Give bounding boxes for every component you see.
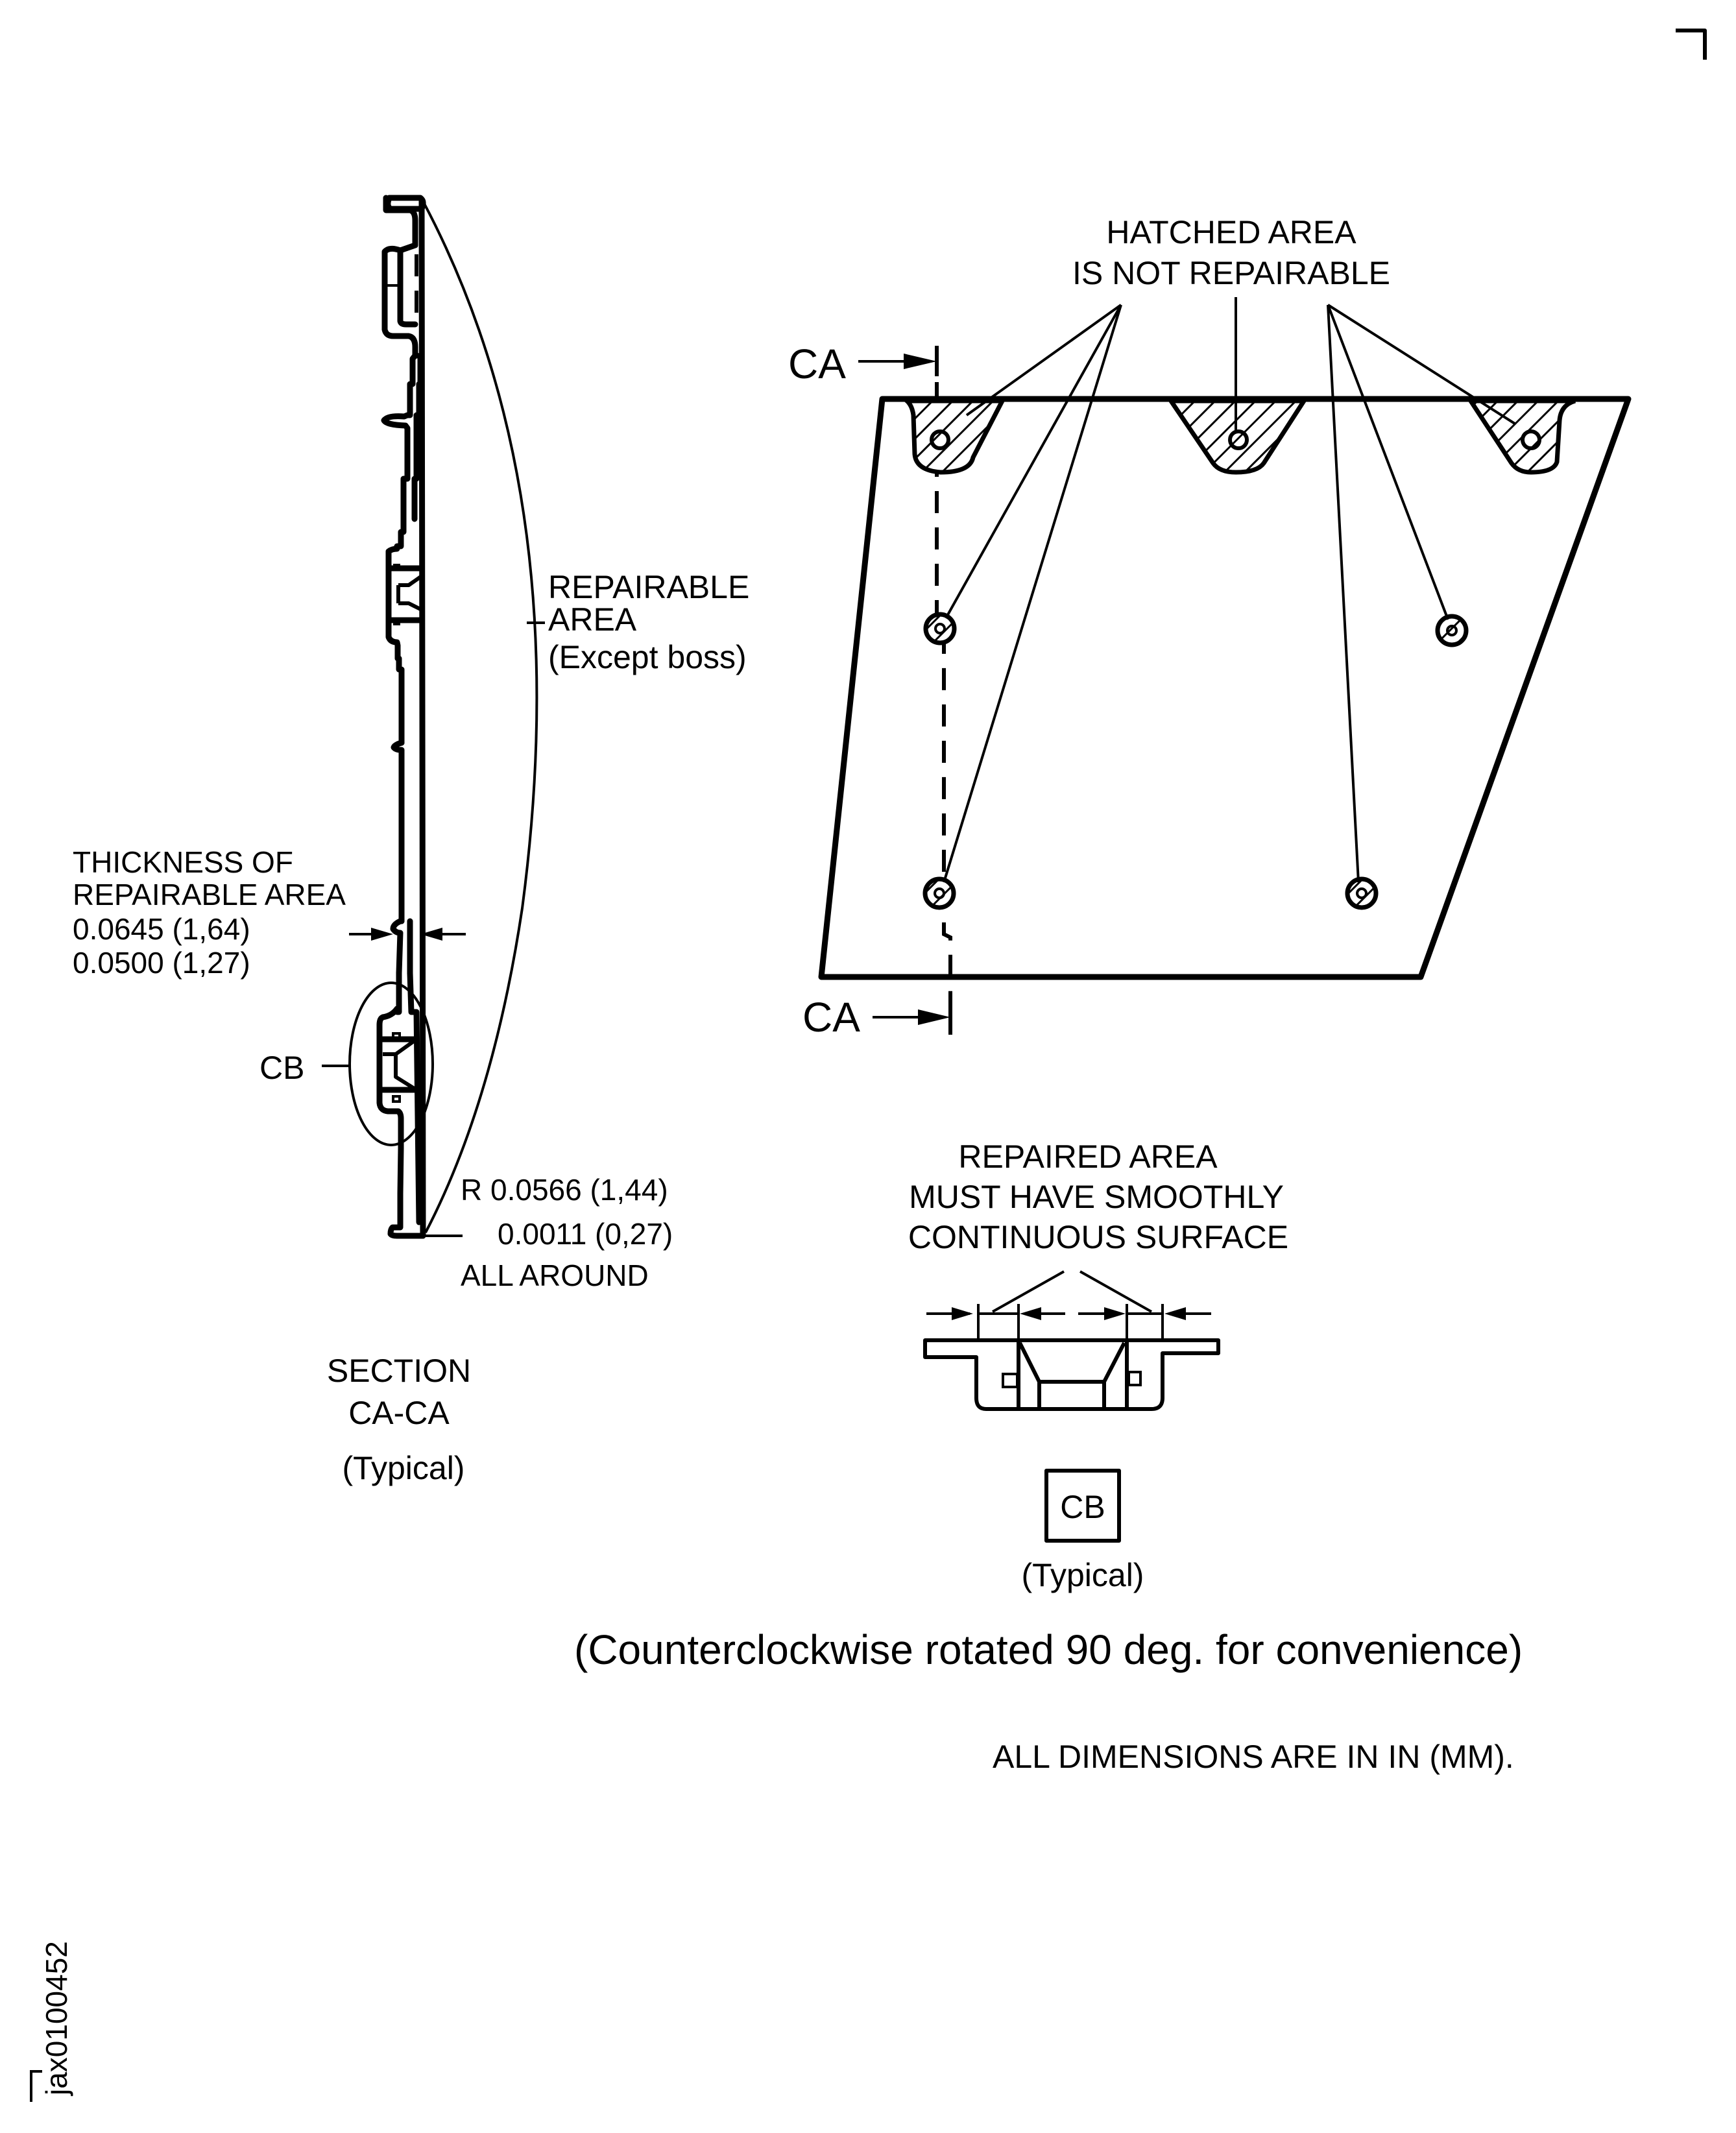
radius-label-3: ALL AROUND <box>461 1259 649 1292</box>
hatched-note-leaders <box>943 297 1516 883</box>
detail-cb-profile <box>923 1338 1220 1411</box>
detail-note-line-3: CONTINUOUS SURFACE <box>908 1219 1288 1255</box>
detail-note-line-2: MUST HAVE SMOOTHLY <box>909 1179 1284 1215</box>
detail-cb-id-box <box>1044 1469 1121 1543</box>
section-qualifier: (Typical) <box>343 1450 465 1486</box>
hatched-boss-1 <box>923 612 957 645</box>
hatched-boss-3 <box>922 876 956 910</box>
hatched-note-line-1: HATCHED AREA <box>1106 214 1356 250</box>
thickness-label-1: THICKNESS OF <box>73 845 293 879</box>
repairable-area-label-3: (Except boss) <box>548 639 747 675</box>
detail-cb-dimension-arrows <box>926 1304 1211 1340</box>
section-marker-top: CA <box>788 341 846 387</box>
thickness-label-2: REPAIRABLE AREA <box>73 878 346 911</box>
radius-label-1: R 0.0566 (1,44) <box>461 1173 668 1207</box>
hatched-notch-1 <box>900 398 1006 475</box>
detail-cb-callout <box>322 982 434 1146</box>
section-view-part-profile <box>376 195 426 1239</box>
detail-note-line-1: REPAIRED AREA <box>958 1139 1218 1175</box>
figure-id: jax0100452 <box>40 1941 73 2097</box>
hatched-notch-3 <box>1466 398 1576 475</box>
section-title: SECTION <box>327 1353 471 1389</box>
repairable-area-label-1: REPAIRABLE <box>548 569 749 605</box>
thickness-dimension-arrows <box>349 928 466 941</box>
repairable-area-label-2: AREA <box>548 601 637 638</box>
radius-label-2: 0.0011 (0,27) <box>498 1217 673 1251</box>
detail-cb-leaders <box>992 1270 1152 1313</box>
repairable-area-bracket <box>422 202 545 1233</box>
rotation-note: (Counterclockwise rotated 90 deg. for co… <box>574 1626 1523 1673</box>
hatched-note-line-2: IS NOT REPAIRABLE <box>1072 255 1390 291</box>
detail-cb-id: CB <box>1060 1489 1105 1525</box>
section-arrow-bottom <box>873 1004 952 1035</box>
units-note: ALL DIMENSIONS ARE IN IN (MM). <box>993 1739 1514 1775</box>
detail-cb-qualifier: (Typical) <box>1022 1557 1144 1593</box>
detail-cb-callout-label: CB <box>259 1050 304 1086</box>
corner-mark-bottom-left <box>30 2070 42 2102</box>
section-id: CA-CA <box>348 1395 450 1431</box>
thickness-max-value: 0.0645 (1,64) <box>73 912 250 946</box>
corner-mark-top-right <box>1676 29 1707 60</box>
section-marker-bottom: CA <box>802 994 860 1041</box>
thickness-min-value: 0.0500 (1,27) <box>73 946 250 980</box>
section-arrow-top <box>858 346 939 376</box>
plan-view-outline <box>818 396 1632 980</box>
hatched-boss-4 <box>1345 876 1379 910</box>
hatched-notch-2 <box>1166 398 1308 475</box>
hatched-boss-2 <box>1435 614 1469 647</box>
